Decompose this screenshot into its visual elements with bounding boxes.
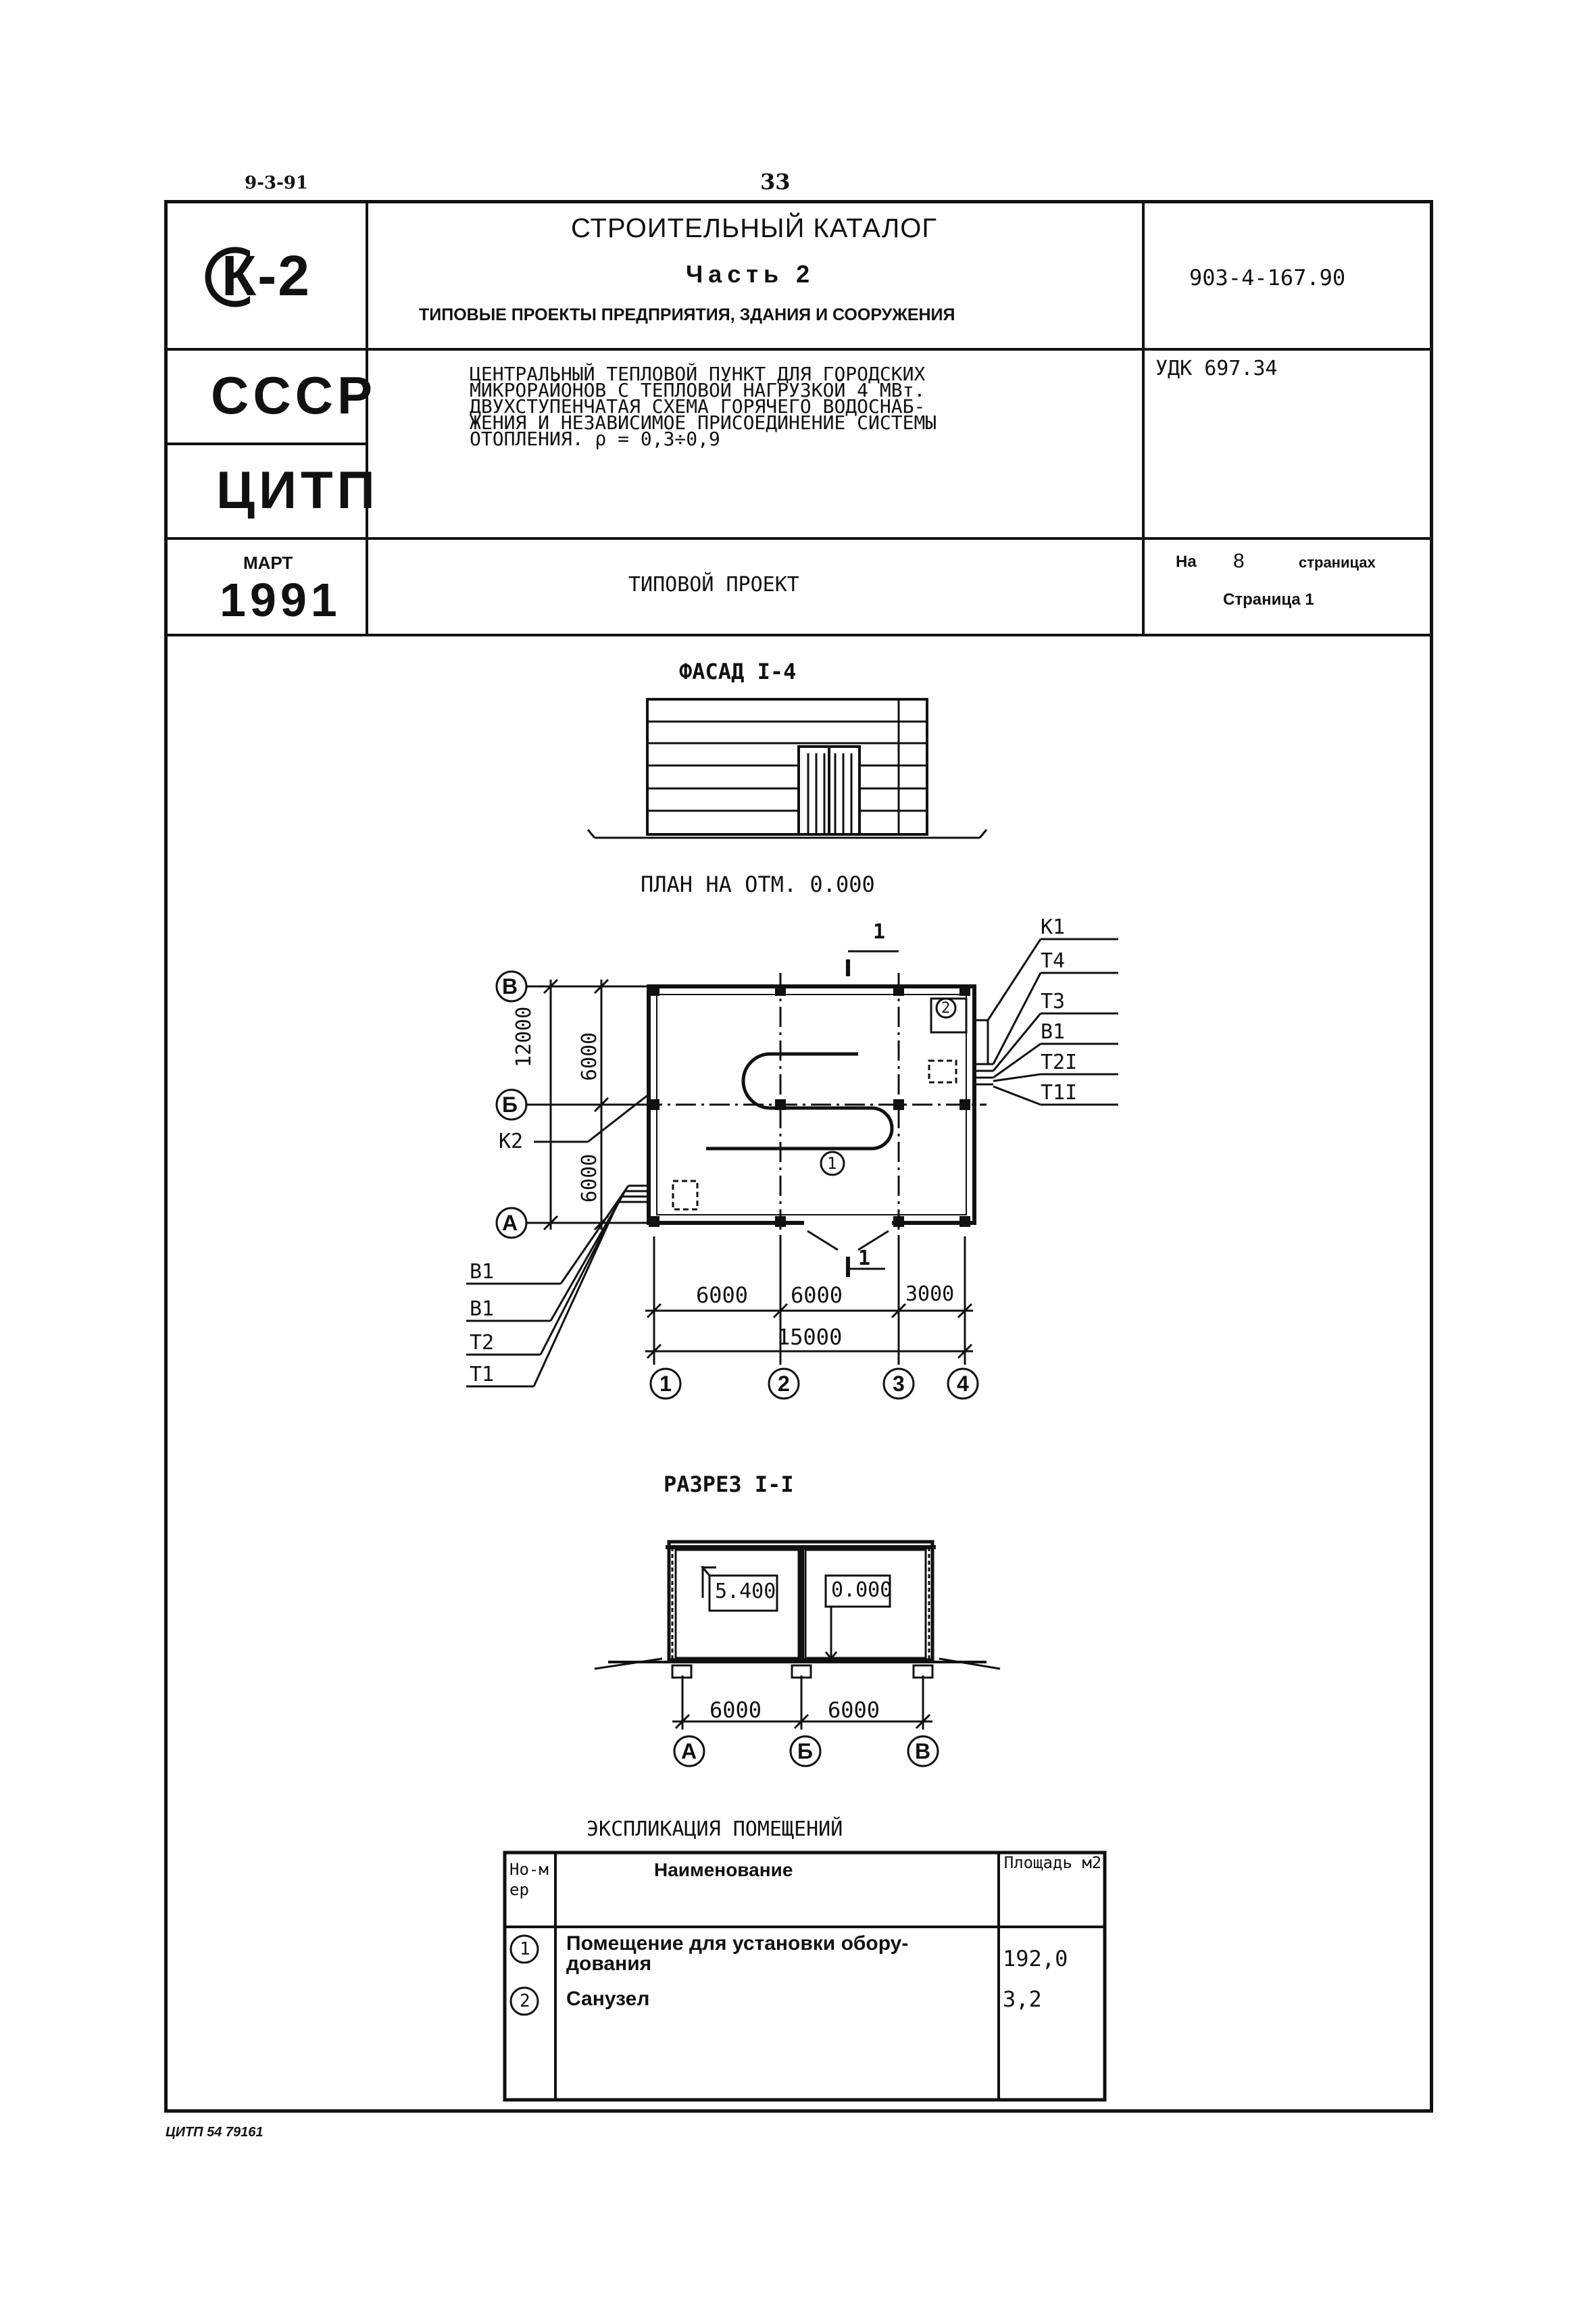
explication-table	[503, 1851, 1107, 2102]
axis-letter-v: В	[502, 974, 518, 999]
catalog-part: Часть 2	[686, 260, 816, 288]
udc-code: УДК 697.34	[1155, 357, 1278, 380]
pipe-label-b1: В1	[1041, 1020, 1066, 1044]
section-title: РАЗРЕЗ I-I	[664, 1472, 794, 1497]
section-dim: 6000	[709, 1697, 762, 1723]
plan-title: ПЛАН НА ОТМ. 0.000	[641, 872, 875, 897]
axis-letter-b: Б	[502, 1092, 518, 1117]
axis-number-2: 2	[778, 1372, 790, 1396]
pages-count: 8	[1233, 550, 1245, 572]
section-dim: 6000	[828, 1697, 880, 1723]
col-area-header: Площадь м2	[1003, 1853, 1102, 1872]
level-zero: 0.000	[831, 1578, 893, 1602]
description-line: ЦЕНТРАЛЬНЫЙ ТЕПЛОВОЙ ПУНКТ ДЛЯ ГОРОДСКИХ	[470, 363, 926, 385]
project-type: ТИПОВОЙ ПРОЕКТ	[628, 573, 799, 597]
section-mark-bottom: 1	[858, 1247, 871, 1270]
dim-total: 15000	[777, 1324, 843, 1350]
section-drawing	[594, 1540, 1001, 1767]
header-rule-left	[164, 443, 367, 445]
pipe-label-b1-left: В1	[470, 1297, 495, 1321]
axis-number-1: 1	[659, 1372, 672, 1396]
row-name: Помещение для установки обору-	[566, 1932, 909, 1955]
description-line: ОТОПЛЕНИЯ. ρ = 0,3÷0,9	[470, 428, 720, 450]
country-label: СССР	[211, 366, 377, 425]
doc-code: 9-3-91	[245, 173, 308, 193]
row-number: 2	[520, 1991, 530, 2011]
dim-horizontal: 6000	[696, 1282, 749, 1308]
section-mark-top: 1	[873, 920, 886, 944]
dim-horizontal: 6000	[791, 1282, 843, 1308]
catalog-subtitle: ТИПОВЫЕ ПРОЕКТЫ ПРЕДПРИЯТИЯ, ЗДАНИЯ И СО…	[419, 305, 955, 324]
header-col-1	[366, 200, 368, 635]
room-mark-2: 2	[941, 1000, 951, 1017]
dim-vertical-total: 12000	[512, 1006, 536, 1067]
facade-drawing	[587, 698, 988, 839]
description-line: МИКРОРАЙОНОВ С ТЕПЛОВОЙ НАГРУЗКОЙ 4 МВт.	[470, 379, 926, 401]
row-area: 192,0	[1003, 1946, 1068, 1971]
dim-horizontal: 3000	[905, 1282, 955, 1306]
axis-number-3: 3	[893, 1372, 905, 1396]
pipe-label-b1-left: В1	[470, 1260, 495, 1284]
month-label: МАРТ	[243, 553, 293, 573]
row-area: 3,2	[1003, 1986, 1042, 2012]
plan-drawing	[466, 938, 1118, 1400]
axis-letter-a: А	[502, 1211, 518, 1235]
section-axis-v: В	[915, 1739, 931, 1763]
pipe-label-k2: К2	[499, 1130, 524, 1153]
footer-stamp: ЦИТП 54 79161	[166, 2125, 264, 2140]
section-axis-b: Б	[797, 1739, 813, 1763]
org-label: ЦИТП	[216, 460, 379, 520]
pipe-label-t1-left: Т1	[470, 1363, 495, 1386]
project-code: 903-4-167.90	[1189, 265, 1346, 291]
pipe-label-t11: Т1I	[1041, 1081, 1078, 1105]
level-upper: 5.400	[715, 1580, 776, 1603]
pipe-label-k1: К1	[1041, 915, 1066, 939]
row-name-cont: дования	[566, 1953, 652, 1975]
col-number-header: Но-мер	[509, 1860, 549, 1899]
pipe-label-t21: Т2I	[1041, 1051, 1078, 1074]
axis-number-4: 4	[957, 1372, 969, 1396]
page-frame	[164, 200, 1433, 2113]
dim-vertical: 6000	[578, 1032, 601, 1081]
description-line: ЖЕНИЯ И НЕЗАВИСИМОЕ ПРИСОЕДИНЕНИЕ СИСТЕМ…	[470, 411, 937, 434]
row-number: 1	[520, 1939, 530, 1959]
page-label: Страница 1	[1223, 590, 1314, 609]
header-col-2	[1142, 200, 1145, 635]
catalog-title: СТРОИТЕЛЬНЫЙ КАТАЛОГ	[571, 213, 937, 243]
row-name: Санузел	[566, 1988, 650, 2010]
dim-vertical: 6000	[578, 1153, 601, 1203]
col-name-header: Наименование	[654, 1859, 793, 1880]
section-axis-a: А	[681, 1739, 697, 1763]
logo-text: К-2	[222, 244, 311, 307]
ck2-logo: К-2	[203, 236, 338, 318]
header-rule-2	[164, 537, 1433, 540]
header-rule-3	[164, 634, 1433, 636]
room-mark-1: 1	[827, 1154, 837, 1173]
page-number: 33	[760, 169, 791, 195]
explication-title: ЭКСПЛИКАЦИЯ ПОМЕЩЕНИЙ	[587, 1817, 843, 1841]
facade-title: ФАСАД I-4	[679, 659, 797, 684]
year-label: 1991	[220, 574, 341, 626]
description-line: ДВУХСТУПЕНЧАТАЯ СХЕМА ГОРЯЧЕГО ВОДОСНАБ-	[470, 395, 926, 418]
pages-suffix: страницах	[1299, 554, 1376, 571]
pipe-label-t3: Т3	[1041, 990, 1066, 1013]
header-rule-1	[164, 348, 1433, 351]
pages-prefix: На	[1176, 553, 1197, 571]
pipe-label-t2-left: Т2	[470, 1331, 495, 1355]
pipe-label-t4: Т4	[1041, 949, 1066, 973]
